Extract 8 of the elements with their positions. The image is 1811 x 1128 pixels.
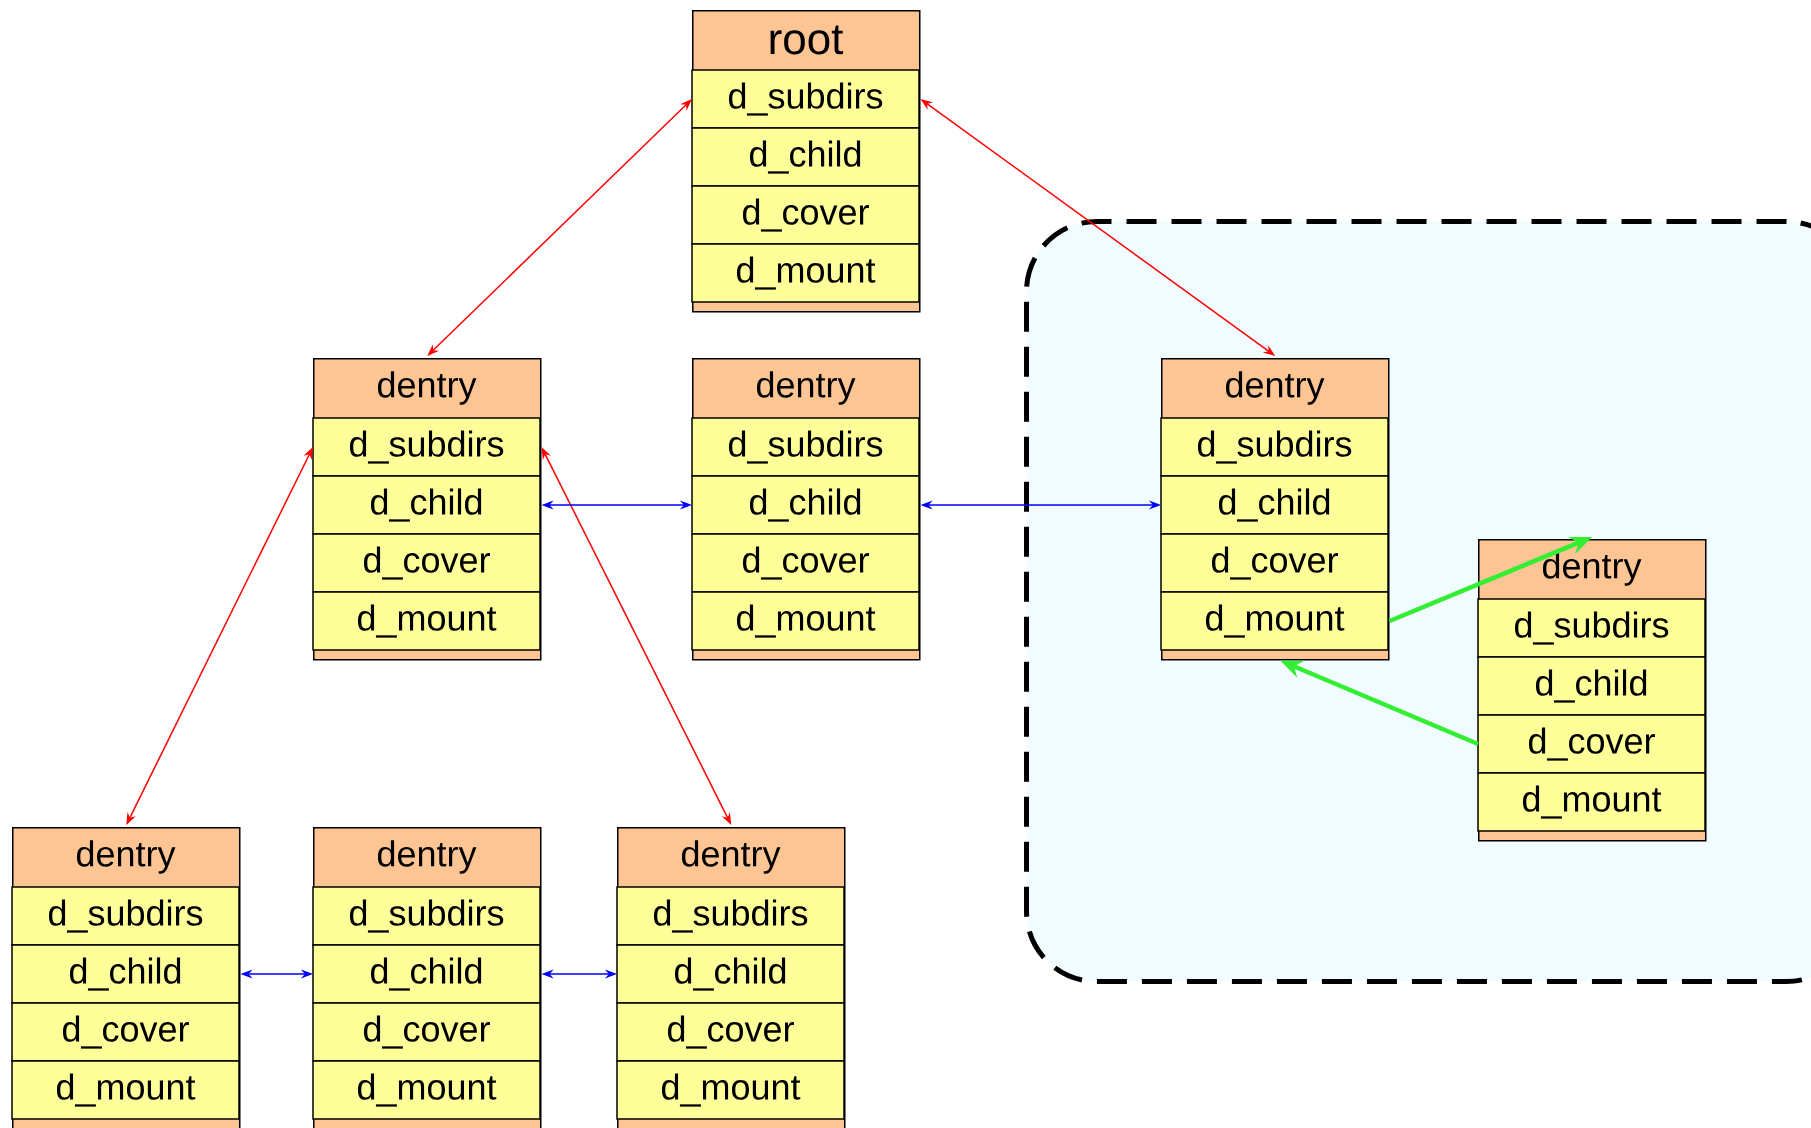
struct-table: dentry d_subdirs d_child d_cover d_mount (11, 827, 241, 1128)
struct-table: dentry d_subdirs d_child d_cover d_mount (691, 358, 921, 661)
struct-table: dentry d_subdirs d_child d_cover d_mount (1160, 358, 1390, 661)
struct-table: dentry d_subdirs d_child d_cover d_mount (1477, 539, 1707, 842)
struct-table: dentry d_subdirs d_child d_cover d_mount (312, 358, 542, 661)
struct-table: dentry d_subdirs d_child d_cover d_mount (312, 827, 542, 1128)
struct-table: dentry d_subdirs d_child d_cover d_mount (616, 827, 846, 1128)
struct-table: root d_subdirs d_child d_cover d_mount (691, 10, 921, 313)
